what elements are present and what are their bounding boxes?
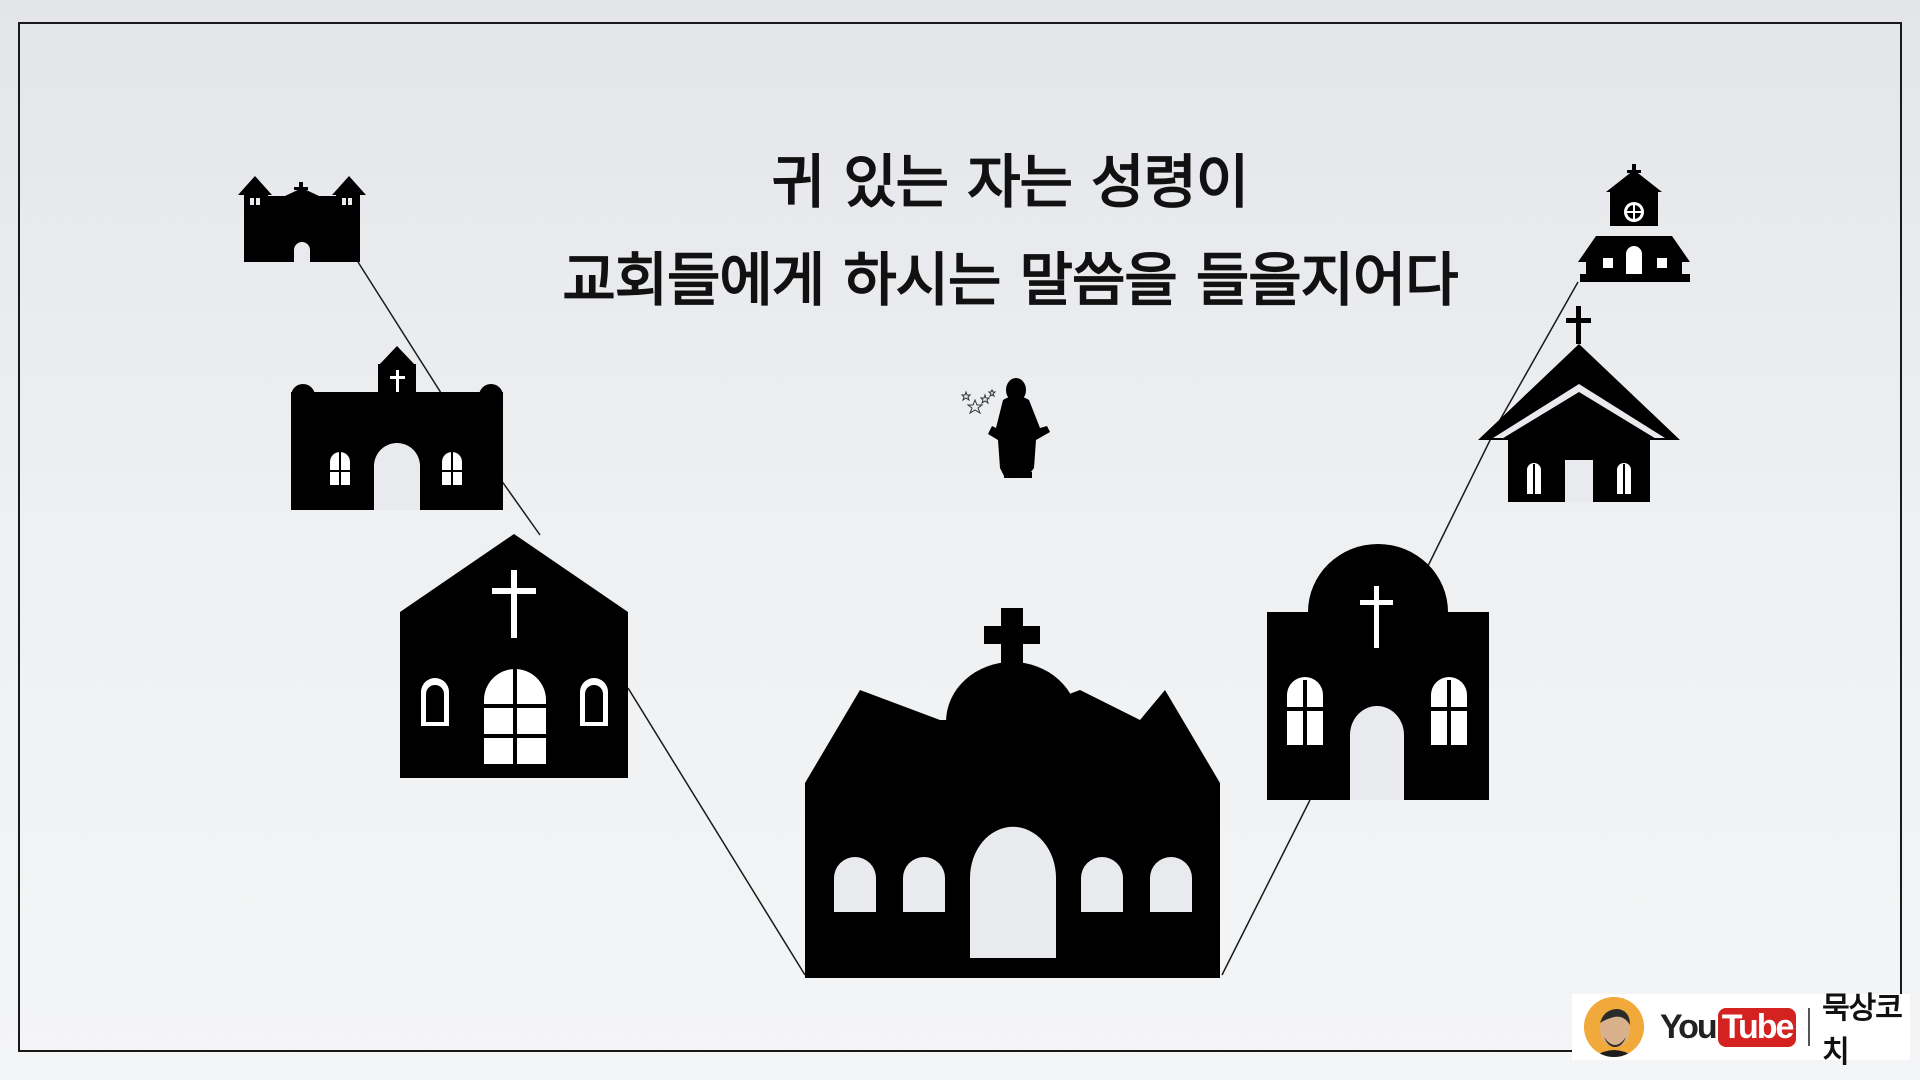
connector-right-lower <box>1221 799 1311 976</box>
slide-title-line2: 교회들에게 하시는 말씀을 들을지어다 <box>562 246 1458 314</box>
divider <box>1808 1008 1811 1046</box>
jesus-statue-icon <box>960 378 1050 478</box>
youtube-channel-badge[interactable]: You Tube 묵상코치 <box>1572 991 1910 1070</box>
slide-title-line1: 귀 있는 자는 성령이 <box>771 148 1249 216</box>
channel-name: 묵상코치 <box>1822 991 1903 1070</box>
church-icon-center-cathedral <box>805 608 1220 978</box>
church-icon-right-gable <box>1478 306 1680 502</box>
church-icon-right-middle <box>1267 544 1489 800</box>
church-icon-top-right <box>1578 164 1690 282</box>
connector-left-lower <box>627 687 806 976</box>
slide-frame <box>18 22 1902 1052</box>
church-icon-left-wide <box>291 346 503 510</box>
church-icon-left-middle <box>400 534 628 778</box>
youtube-logo: You Tube <box>1660 1007 1797 1047</box>
avatar <box>1584 997 1644 1057</box>
avatar-portrait-icon <box>1584 997 1644 1057</box>
youtube-logo-tube: Tube <box>1717 1007 1797 1047</box>
church-icon-top-left <box>238 176 366 262</box>
youtube-logo-you: You <box>1660 1007 1718 1046</box>
